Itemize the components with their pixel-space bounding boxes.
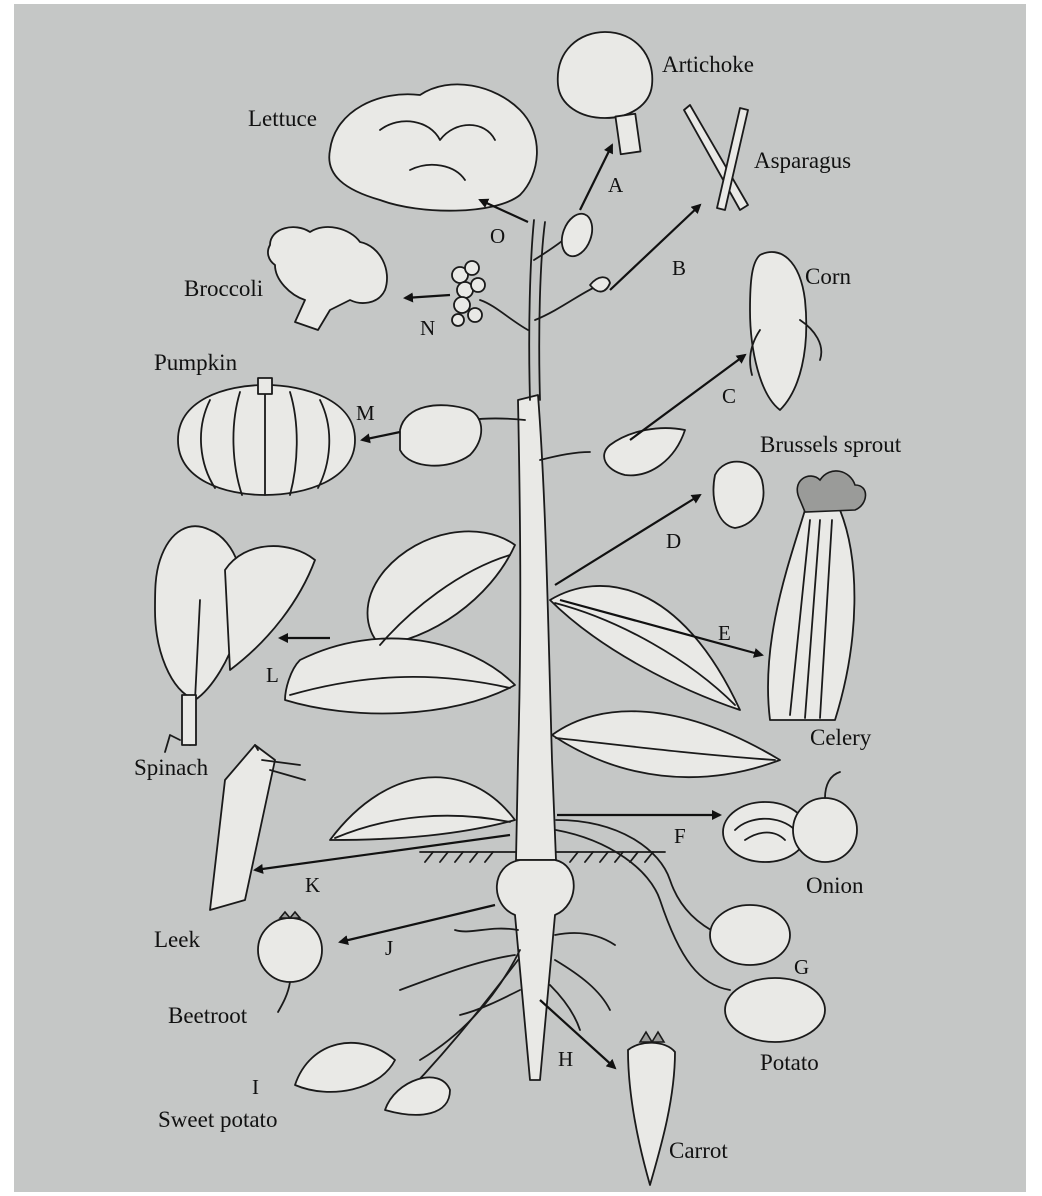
label-letter-i: I [252, 1075, 259, 1099]
arrow-j [340, 905, 495, 942]
label-letter-b: B [672, 256, 686, 280]
label-letter-k: K [305, 873, 320, 897]
label-broccoli: Broccoli [184, 276, 263, 301]
label-letter-c: C [722, 384, 736, 408]
lettuce-illustration [329, 84, 537, 210]
label-leek: Leek [154, 927, 200, 952]
label-letter-h: H [558, 1047, 573, 1071]
label-letter-n: N [420, 316, 435, 340]
arrow-b [610, 205, 700, 290]
label-corn: Corn [805, 264, 852, 289]
beetroot-illustration [258, 912, 322, 1012]
label-letter-o: O [490, 224, 505, 248]
label-letter-e: E [718, 621, 731, 645]
label-spinach: Spinach [134, 755, 209, 780]
brussels-sprout-illustration [714, 462, 764, 528]
broccoli-illustration [268, 227, 387, 330]
label-letter-d: D [666, 529, 681, 553]
label-pumpkin: Pumpkin [154, 350, 238, 375]
label-brussels-sprout: Brussels sprout [760, 432, 902, 457]
label-letter-f: F [674, 824, 686, 848]
arrow-n [405, 295, 450, 298]
label-beetroot: Beetroot [168, 1003, 248, 1028]
label-letter-a: A [608, 173, 624, 197]
arrow-m [362, 432, 400, 440]
label-letter-j: J [385, 936, 393, 960]
label-carrot: Carrot [669, 1138, 728, 1163]
spinach-illustration [155, 526, 315, 752]
label-onion: Onion [806, 873, 864, 898]
label-letter-m: M [356, 401, 375, 425]
label-celery: Celery [810, 725, 872, 750]
label-letter-l: L [266, 663, 279, 687]
plant-illustration [285, 210, 825, 1115]
label-lettuce: Lettuce [248, 106, 317, 131]
label-artichoke: Artichoke [662, 52, 754, 77]
onion-illustration [723, 772, 857, 862]
carrot-illustration [628, 1032, 675, 1185]
artichoke-illustration [558, 32, 653, 154]
arrow-h [540, 1000, 615, 1068]
label-potato: Potato [760, 1050, 819, 1075]
broccoli-bud [452, 261, 485, 326]
label-letter-g: G [794, 955, 809, 979]
asparagus-illustration [684, 105, 748, 210]
label-asparagus: Asparagus [754, 148, 851, 173]
label-sweet-potato: Sweet potato [158, 1107, 277, 1132]
celery-illustration [768, 471, 866, 720]
leek-illustration [210, 745, 305, 910]
pumpkin-illustration [178, 378, 355, 495]
